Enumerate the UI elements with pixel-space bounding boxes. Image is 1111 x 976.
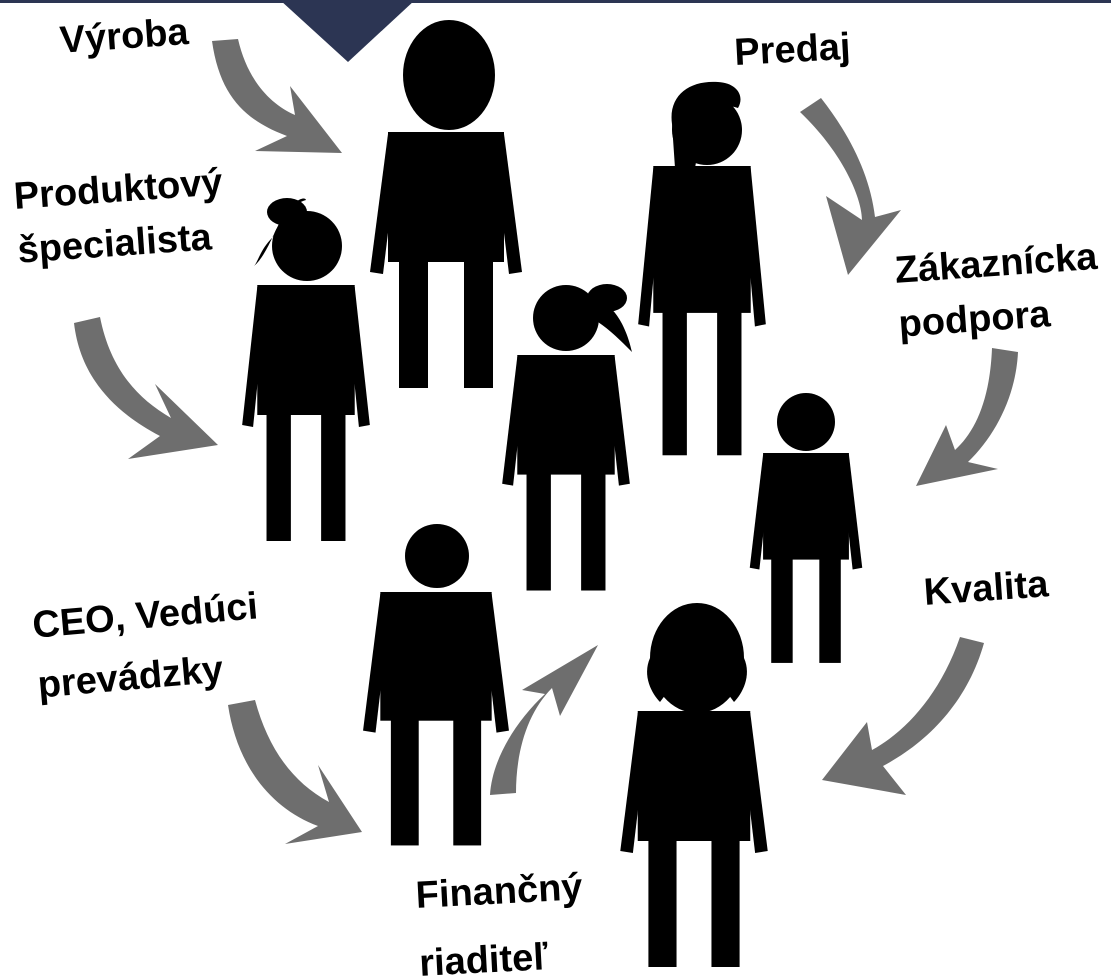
- label-predaj: Predaj: [733, 25, 852, 74]
- person-figure-bottom-right: [620, 603, 768, 967]
- person-figure-left: [242, 198, 370, 541]
- top-banner: [0, 0, 1111, 62]
- label-financny-riaditel: Finančný riaditeľ: [414, 853, 588, 976]
- arrow-kvalita: [822, 637, 984, 795]
- person-figure-top-right: [638, 81, 766, 456]
- label-financny-line2: riaditeľ: [418, 936, 549, 976]
- arrow-zakaznicka: [916, 348, 1018, 486]
- label-financny-line1: Finančný: [414, 866, 584, 917]
- arrow-financny: [490, 645, 598, 795]
- arrow-ceo: [228, 700, 362, 844]
- label-ceo-veduci-prevadzky: CEO, Vedúci prevádzky: [30, 576, 266, 715]
- arrow-vyroba: [212, 39, 342, 153]
- label-zakaznicka-podpora: Zákaznícka podpora: [893, 230, 1103, 352]
- arrow-predaj: [800, 98, 901, 275]
- person-figure-bottom-center: [363, 524, 509, 846]
- label-kvalita: Kvalita: [922, 563, 1050, 614]
- arrow-produktovy: [74, 317, 218, 459]
- person-figure-center: [502, 284, 632, 591]
- label-produktovy-specialista: Produktový špecialista: [12, 155, 228, 277]
- person-figure-right: [749, 393, 863, 663]
- person-figure-top-center: [370, 20, 522, 388]
- label-vyroba: Výroba: [58, 10, 190, 62]
